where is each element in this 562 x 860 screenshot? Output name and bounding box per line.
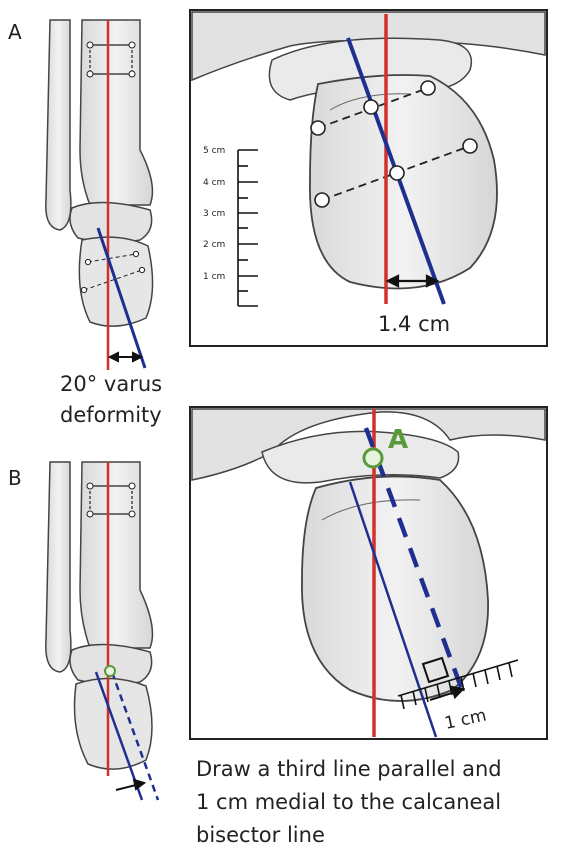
ruler-tick-3: 3 cm: [203, 209, 225, 219]
measurement-arrow-b-small: [115, 778, 147, 791]
calcaneal-bisector-dashed-b: [110, 671, 160, 801]
calcaneal-bisector-dashed-zoom-b: [363, 427, 465, 691]
ankle-illustration-b: [45, 461, 160, 801]
point-a-label: A: [388, 425, 408, 455]
right-angle-marker: [421, 656, 450, 684]
measurement-arrow-zoom-a: [385, 274, 440, 288]
ruler-tick-2: 2 cm: [203, 240, 225, 250]
ruler: [237, 149, 258, 307]
instruction-caption-line2: 1 cm medial to the calcaneal: [196, 790, 502, 814]
ruler-tick-4: 4 cm: [203, 178, 225, 188]
measurement-label-a: 1.4 cm: [378, 312, 450, 336]
measurement-arrow-a: [107, 351, 144, 363]
instruction-caption-line1: Draw a third line parallel and: [196, 757, 502, 781]
point-a-marker-small: [104, 665, 116, 677]
third-line-zoom-b: [348, 481, 438, 738]
panel-b-letter: B: [8, 466, 22, 490]
point-a-marker: [362, 447, 384, 469]
scale-ruler-b: [397, 659, 519, 710]
ankle-illustration-a: [45, 19, 154, 370]
ruler-tick-1: 1 cm: [203, 272, 225, 282]
varus-caption-line2: deformity: [60, 403, 162, 427]
panel-a-letter: A: [8, 20, 22, 44]
measurement-arrow-zoom-b: [429, 685, 466, 702]
zoomed-panel-b: 1 cm A: [189, 406, 548, 740]
ruler-tick-5: 5 cm: [203, 146, 225, 156]
varus-caption-line1: 20° varus: [60, 372, 163, 396]
zoomed-panel-a: 5 cm 4 cm 3 cm 2 cm 1 cm 1.4 cm: [189, 9, 548, 347]
third-line-b: [94, 671, 144, 801]
calcaneal-bisector-line-a: [96, 227, 147, 369]
instruction-caption-line3: bisector line: [196, 823, 325, 847]
